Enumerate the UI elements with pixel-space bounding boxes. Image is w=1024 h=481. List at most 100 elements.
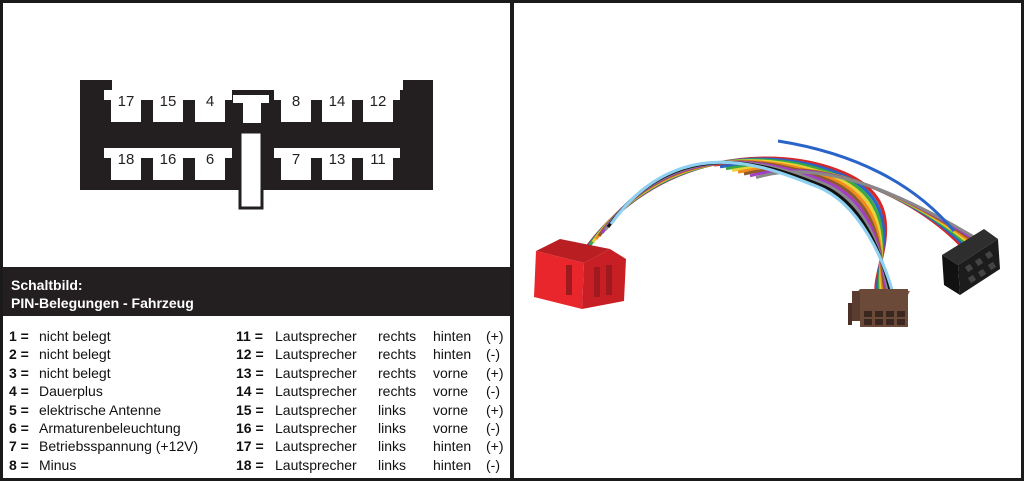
pin-slot bbox=[104, 90, 148, 122]
caption-subtitle: PIN-Belegungen - Fahrzeug bbox=[11, 295, 194, 311]
legend-speaker-position: vorne bbox=[433, 420, 469, 436]
legend-pin-number: 8 = bbox=[9, 456, 29, 473]
legend-speaker-word: Lautsprecher bbox=[275, 364, 357, 381]
pin-slot bbox=[146, 90, 190, 122]
legend-pin-number: 7 = bbox=[9, 438, 29, 455]
legend-pin-number: 3 = bbox=[9, 364, 29, 381]
pin-slot bbox=[104, 148, 148, 180]
legend-speaker-word: Lautsprecher bbox=[275, 438, 357, 455]
pin-slot bbox=[188, 90, 232, 122]
legend-pin-number: 16 = bbox=[236, 420, 264, 436]
legend-speaker-side: rechts bbox=[378, 364, 417, 381]
pin-number: 14 bbox=[329, 93, 346, 110]
adapter-cable-photo bbox=[534, 139, 1000, 327]
legend-pin-function: nicht belegt bbox=[39, 328, 111, 344]
legend-speaker-side: links bbox=[378, 420, 407, 436]
legend-speaker-position: vorne bbox=[433, 401, 469, 418]
pin-slot bbox=[315, 90, 359, 122]
red-vehicle-connector bbox=[534, 239, 626, 309]
legend-pin-number: 2 = bbox=[9, 346, 29, 363]
pin-slot bbox=[356, 90, 400, 122]
center-key-slot bbox=[238, 130, 264, 210]
legend-pin-number: 14 = bbox=[236, 383, 264, 400]
pin-slot bbox=[274, 148, 318, 180]
legend-speaker-word: Lautsprecher bbox=[275, 383, 357, 400]
pin-number: 7 bbox=[292, 151, 300, 168]
legend-speaker-word: Lautsprecher bbox=[275, 346, 357, 363]
legend-speaker-side: links bbox=[378, 456, 407, 473]
pin-number: 12 bbox=[370, 93, 387, 110]
legend-pin-number: 15 = bbox=[236, 401, 264, 418]
legend-row-right: 16 = Lautsprecher links vorne (-) bbox=[236, 420, 508, 437]
legend-speaker-word: Lautsprecher bbox=[275, 401, 357, 418]
legend-speaker-position: hinten bbox=[433, 328, 472, 344]
legend-speaker-position: vorne bbox=[433, 364, 469, 381]
legend-pin-number: 13 = bbox=[236, 364, 264, 381]
legend-pin-number: 18 = bbox=[236, 456, 264, 473]
pin-slot bbox=[188, 148, 232, 180]
legend-speaker-word: Lautsprecher bbox=[275, 328, 357, 344]
legend-speaker-position: hinten bbox=[433, 346, 472, 363]
legend-pin-function: nicht belegt bbox=[39, 346, 111, 363]
pin-number: 6 bbox=[206, 151, 214, 168]
legend-speaker-position: hinten bbox=[433, 438, 472, 455]
legend-row-left: 4 = Dauerplus bbox=[9, 383, 229, 400]
legend-pin-number: 11 = bbox=[236, 328, 263, 344]
pin-number: 15 bbox=[160, 93, 177, 110]
legend-speaker-side: rechts bbox=[378, 346, 417, 363]
legend-pin-function: Betriebsspannung (+12V) bbox=[39, 438, 199, 455]
legend-pin-number: 6 = bbox=[9, 420, 29, 436]
legend-pin-function: Armaturenbeleuchtung bbox=[39, 420, 181, 436]
pin-number: 17 bbox=[118, 93, 135, 110]
legend-row-left: 8 = Minus bbox=[9, 457, 229, 474]
legend-pin-number: 1 = bbox=[9, 328, 29, 344]
legend-row-right: 17 = Lautsprecher links hinten (+) bbox=[236, 438, 508, 455]
legend-speaker-position: hinten bbox=[433, 456, 472, 473]
legend-speaker-side: rechts bbox=[378, 328, 417, 344]
pin-number: 13 bbox=[329, 151, 346, 168]
legend-speaker-side: rechts bbox=[378, 383, 417, 400]
legend-speaker-polarity: (+) bbox=[486, 401, 504, 418]
legend-pin-number: 4 = bbox=[9, 383, 29, 400]
wire bbox=[609, 160, 894, 292]
center-key-notch-base bbox=[233, 95, 269, 103]
legend-pin-number: 17 = bbox=[236, 438, 264, 455]
legend-speaker-word: Lautsprecher bbox=[275, 420, 357, 436]
legend-speaker-side: links bbox=[378, 438, 407, 455]
pin-number: 4 bbox=[206, 93, 214, 110]
wire-bundle bbox=[582, 139, 988, 292]
legend-row-left: 6 = Armaturenbeleuchtung bbox=[9, 420, 229, 437]
legend-row-left: 2 = nicht belegt bbox=[9, 346, 229, 363]
legend-speaker-position: vorne bbox=[433, 383, 469, 400]
legend-speaker-polarity: (-) bbox=[486, 456, 500, 473]
legend-pin-number: 12 = bbox=[236, 346, 264, 363]
legend-pin-number: 5 = bbox=[9, 401, 29, 418]
brown-iso-connector bbox=[848, 289, 910, 327]
legend-speaker-polarity: (-) bbox=[486, 346, 500, 363]
legend-speaker-polarity: (+) bbox=[486, 438, 504, 455]
legend-row-left: 3 = nicht belegt bbox=[9, 365, 229, 382]
legend-row-right: 12 = Lautsprecher rechts hinten (-) bbox=[236, 346, 508, 363]
legend-row-left: 5 = elektrische Antenne bbox=[9, 402, 229, 419]
legend-row-left: 1 = nicht belegt bbox=[9, 328, 229, 345]
legend-row-right: 15 = Lautsprecher links vorne (+) bbox=[236, 402, 508, 419]
legend-pin-function: elektrische Antenne bbox=[39, 401, 162, 418]
panel-divider bbox=[510, 0, 514, 481]
wire bbox=[777, 139, 956, 232]
legend-speaker-polarity: (+) bbox=[486, 328, 504, 344]
legend-row-right: 11 = Lautsprecher rechts hinten (+) bbox=[236, 328, 508, 345]
pin-number: 18 bbox=[118, 151, 135, 168]
legend-pin-function: Minus bbox=[39, 456, 77, 473]
legend-speaker-side: links bbox=[378, 401, 407, 418]
pin-slot bbox=[356, 148, 400, 180]
legend-pin-function: nicht belegt bbox=[39, 364, 111, 381]
pin-slot bbox=[315, 148, 359, 180]
legend-pin-function: Dauerplus bbox=[39, 383, 103, 400]
black-iso-connector bbox=[942, 229, 1000, 295]
pin-number: 8 bbox=[292, 93, 300, 110]
pin-number: 11 bbox=[370, 151, 386, 168]
legend-speaker-polarity: (-) bbox=[486, 420, 500, 436]
